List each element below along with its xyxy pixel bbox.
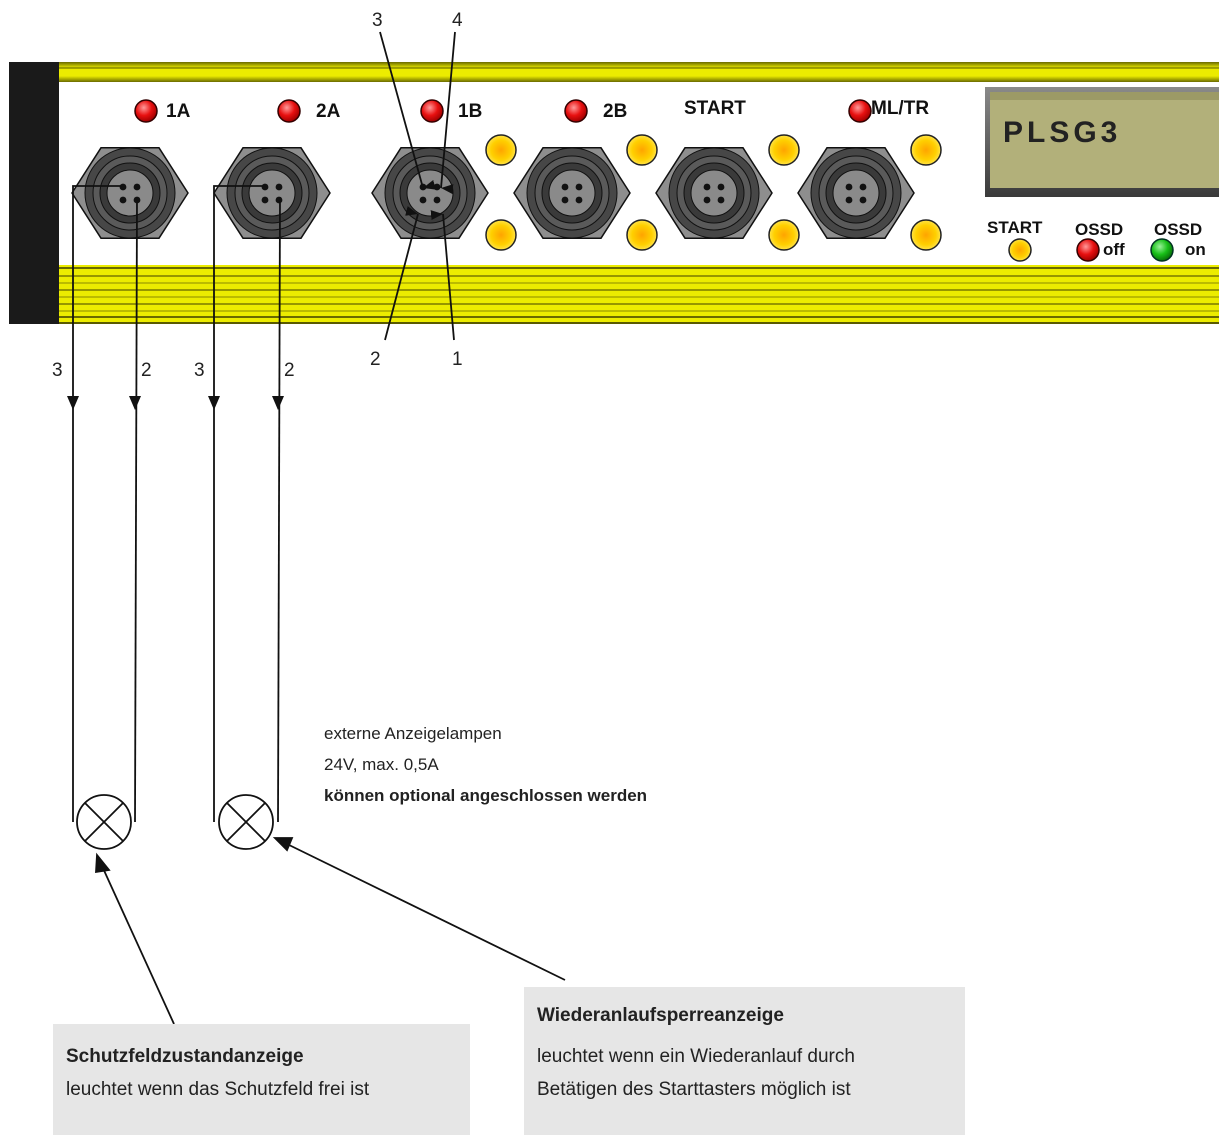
note-line-3: können optional angeschlossen werden [324, 786, 648, 805]
connector-row [71, 147, 915, 239]
wire-label-1-left: 3 [52, 360, 63, 381]
led-1b [420, 99, 444, 123]
yellow-led [485, 219, 517, 251]
wire-pin3-lamp2 [213, 185, 266, 822]
connector-pin [133, 183, 141, 191]
connector-pin [419, 196, 427, 204]
channel-label-start: START [684, 98, 746, 119]
connector-pin [703, 183, 711, 191]
wire-label-2-right: 2 [284, 360, 295, 381]
pin-label-2: 2 [370, 349, 381, 370]
ossd-off-sublabel: off [1103, 240, 1125, 259]
led-1a [134, 99, 158, 123]
lamp-callouts [95, 837, 566, 1025]
lamp-symbol-2 [218, 794, 274, 850]
wire-pin2-lamp1 [134, 196, 138, 823]
ossd-on-led [1150, 238, 1174, 262]
device-panel: 1A 2A 1B 2B START ML/TR PLSG3 [9, 62, 1219, 324]
ossd-off-label: OSSD [1075, 220, 1123, 239]
start-led [1008, 238, 1032, 262]
restart-interlock-box: Wiederanlaufsperreanzeige leuchtet wenn … [524, 987, 965, 1135]
connector-pin [561, 196, 569, 204]
channel-label-1b: 1B [458, 101, 482, 122]
connector-pin [845, 196, 853, 204]
pin-callouts [379, 31, 456, 341]
bottom-rail [59, 265, 1219, 324]
lamp-symbol-1 [76, 794, 132, 850]
connector-pin [717, 196, 725, 204]
connector-pin [845, 183, 853, 191]
connector-pin [433, 183, 441, 191]
box-right-line-1: leuchtet wenn ein Wiederanlauf durch [537, 1046, 855, 1067]
wiring [72, 185, 281, 823]
box-right-title: Wiederanlaufsperreanzeige [537, 1005, 784, 1026]
channel-label-2a: 2A [316, 101, 341, 122]
connector-pin [575, 196, 583, 204]
lcd-display: PLSG3 [985, 87, 1219, 197]
yellow-led [485, 134, 517, 166]
yellow-led [768, 134, 800, 166]
connector-1a [71, 147, 189, 239]
connector-pin [275, 183, 283, 191]
connector-start [655, 147, 773, 239]
connector-pin [119, 196, 127, 204]
yellow-led [626, 219, 658, 251]
note-line-1: externe Anzeigelampen [324, 724, 502, 743]
box-right-line-2: Betätigen des Starttasters möglich ist [537, 1079, 851, 1100]
status-start-label: START [987, 218, 1043, 237]
wire-label-2-left: 3 [194, 360, 205, 381]
box-left-title: Schutzfeldzustandanzeige [66, 1046, 304, 1067]
top-rail [59, 62, 1219, 82]
connector-pin [261, 196, 269, 204]
protective-field-status-box: Schutzfeldzustandanzeige leuchtet wenn d… [53, 1024, 470, 1135]
channel-label-2b: 2B [603, 101, 627, 122]
yellow-led [910, 134, 942, 166]
connector-pin [859, 196, 867, 204]
ossd-on-label: OSSD [1154, 220, 1202, 239]
channel-label-1a: 1A [166, 101, 191, 122]
connector-2b [513, 147, 631, 239]
connector-pin [575, 183, 583, 191]
yellow-led [626, 134, 658, 166]
ossd-on-sublabel: on [1185, 240, 1206, 259]
connector-pin [859, 183, 867, 191]
yellow-led-group [485, 134, 942, 251]
wire-pin2-lamp2 [277, 196, 281, 823]
wire-pin3-lamp1 [72, 185, 122, 822]
box-left-text: leuchtet wenn das Schutzfeld frei ist [66, 1079, 370, 1100]
connector-pin [561, 183, 569, 191]
pin-label-3: 3 [372, 10, 383, 31]
connector-2a [213, 147, 331, 239]
wire-arrows [67, 396, 284, 410]
panel-end-cap [9, 62, 59, 324]
led-ml-tr [848, 99, 872, 123]
connector-pin [717, 183, 725, 191]
yellow-led [768, 219, 800, 251]
note-line-2: 24V, max. 0,5A [324, 755, 439, 774]
connector-pin [275, 196, 283, 204]
pin-label-4: 4 [452, 10, 463, 31]
wire-label-1-right: 2 [141, 360, 152, 381]
connector-pin [433, 196, 441, 204]
led-2a [277, 99, 301, 123]
yellow-led [910, 219, 942, 251]
channel-label-ml-tr: ML/TR [871, 98, 929, 119]
ossd-off-led [1076, 238, 1100, 262]
pin-label-1: 1 [452, 349, 463, 370]
led-2b [564, 99, 588, 123]
external-lamps-note: externe Anzeigelampen 24V, max. 0,5A kön… [324, 718, 647, 811]
connector-pin [261, 183, 269, 191]
connector-ml-tr [797, 147, 915, 239]
lcd-text: PLSG3 [1003, 116, 1121, 149]
connector-pin [119, 183, 127, 191]
connector-pin [703, 196, 711, 204]
